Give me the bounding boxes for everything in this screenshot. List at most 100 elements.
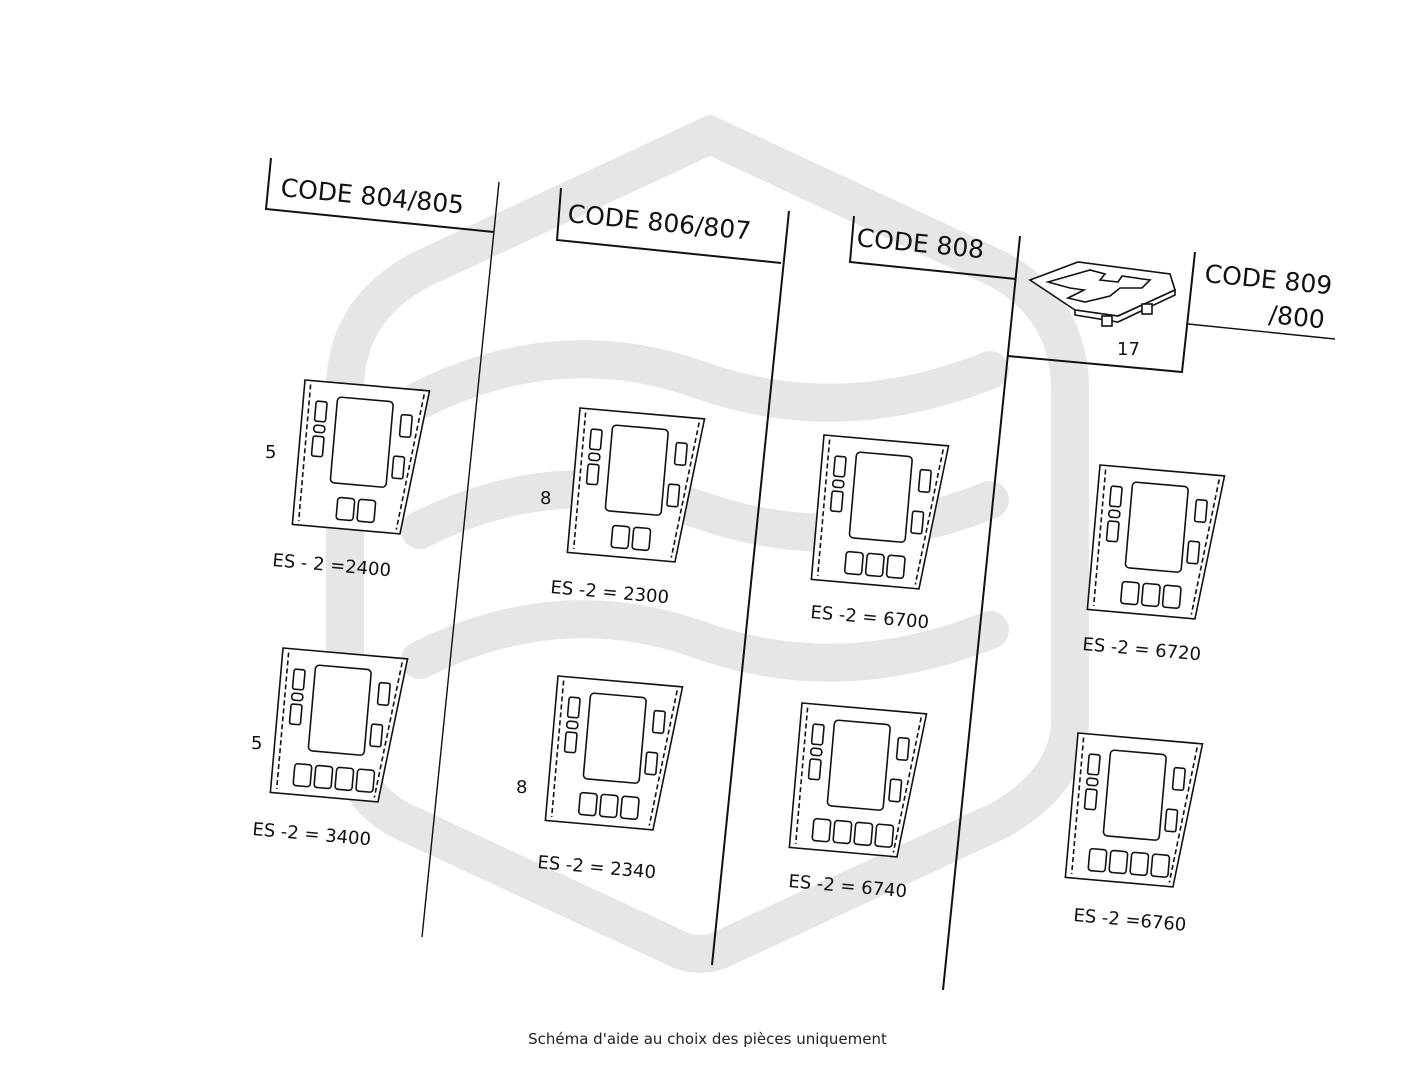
switch-left-top	[832, 455, 847, 478]
switch-right-top	[398, 413, 413, 439]
switch-right-bottom	[1164, 808, 1179, 833]
header-code-809-800: CODE 809 /800 17	[1007, 251, 1336, 374]
divider-2	[711, 210, 790, 966]
panel-dashed-edge	[275, 652, 403, 798]
console-panel	[788, 702, 928, 858]
bottom-button	[577, 791, 598, 817]
switch-left-top	[291, 668, 306, 691]
watermark-logo	[326, 114, 1089, 973]
switch-left-mid	[565, 720, 579, 730]
code-label-809: CODE 809	[1203, 259, 1333, 300]
switch-left-bottom	[1105, 520, 1120, 543]
console-panel	[1086, 464, 1226, 620]
panel-es-label: ES -2 = 6700	[810, 602, 930, 633]
part-17-gate-plate-icon	[1028, 261, 1176, 327]
bottom-button	[292, 762, 313, 788]
switch-right-top	[673, 441, 688, 467]
bottom-button	[313, 764, 334, 790]
bottom-button	[1108, 849, 1129, 875]
switch-left-top	[588, 428, 603, 451]
display-screen	[604, 424, 669, 516]
code-label-806-807: CODE 806/807	[566, 199, 752, 246]
code-label-808: CODE 808	[855, 223, 985, 264]
switch-right-bottom	[391, 455, 406, 480]
panel-es-label: ES -2 = 3400	[252, 819, 372, 850]
panel-dashed-edge	[550, 680, 678, 826]
bottom-button	[832, 819, 853, 845]
bottom-button	[1119, 580, 1140, 606]
switch-left-top	[1086, 753, 1101, 776]
divider-3	[942, 235, 1021, 991]
display-screen	[848, 451, 913, 543]
bottom-button	[1129, 851, 1150, 877]
bottom-button	[334, 766, 355, 792]
panel-dashed-edge	[816, 439, 944, 585]
bottom-button	[355, 768, 376, 793]
bottom-button	[598, 793, 619, 819]
panel-dashed-edge	[1092, 469, 1220, 615]
console-panel	[566, 407, 706, 563]
code-label-800: /800	[1267, 300, 1326, 334]
bottom-button	[1087, 847, 1108, 873]
switch-right-bottom	[666, 483, 681, 508]
switch-left-bottom	[310, 435, 325, 458]
switch-left-mid	[831, 479, 845, 489]
bottom-button	[619, 795, 640, 821]
panel-es-label: ES -2 = 6720	[1082, 634, 1202, 665]
bottom-button	[631, 526, 652, 552]
panel-dashed-edge	[297, 384, 425, 530]
switch-right-bottom	[369, 723, 384, 748]
switch-right-top	[376, 681, 391, 707]
switch-left-bottom	[807, 758, 822, 781]
bottom-button	[335, 496, 356, 522]
bottom-button	[843, 550, 864, 576]
switch-right-bottom	[1186, 540, 1201, 565]
divider-1	[421, 181, 500, 938]
display-screen	[826, 719, 891, 811]
switch-left-mid	[290, 692, 304, 702]
bottom-button	[811, 817, 832, 843]
column-dividers	[421, 181, 1021, 991]
bottom-button	[864, 552, 885, 578]
switch-right-top	[1193, 498, 1208, 524]
console-panel	[544, 675, 684, 831]
switch-left-bottom	[288, 703, 303, 726]
console-panel	[291, 379, 431, 535]
panel-ref-number: 8	[516, 777, 527, 798]
switch-right-top	[917, 468, 932, 494]
bottom-button	[356, 498, 377, 524]
bottom-button	[1150, 853, 1171, 878]
switch-left-bottom	[563, 731, 578, 754]
panel-ref-number: 5	[251, 733, 262, 754]
switch-left-top	[1108, 485, 1123, 508]
console-panel	[1064, 732, 1204, 888]
bottom-button	[610, 524, 631, 550]
panel-dashed-edge	[572, 412, 700, 558]
switch-right-bottom	[888, 778, 903, 803]
bottom-button	[1140, 582, 1161, 608]
bottom-button	[853, 821, 874, 847]
switch-right-top	[651, 709, 666, 735]
switch-left-bottom	[1083, 788, 1098, 811]
footer-caption: Schéma d'aide au choix des pièces unique…	[528, 1030, 887, 1048]
switch-left-top	[313, 400, 328, 423]
switch-right-bottom	[910, 510, 925, 535]
bottom-button	[885, 554, 906, 580]
display-screen	[1102, 749, 1167, 841]
display-screen	[307, 664, 372, 756]
switch-right-bottom	[644, 751, 659, 776]
switch-left-top	[810, 723, 825, 746]
switch-right-top	[895, 736, 910, 762]
switch-left-bottom	[585, 463, 600, 486]
display-screen	[582, 692, 647, 784]
bottom-button	[874, 823, 895, 848]
panel-ref-number: 8	[540, 488, 551, 509]
part-number-17: 17	[1117, 339, 1140, 360]
display-screen	[329, 396, 394, 488]
console-panel	[269, 647, 409, 803]
switch-left-mid	[1107, 509, 1121, 519]
switch-left-bottom	[829, 490, 844, 513]
switch-left-top	[566, 696, 581, 719]
